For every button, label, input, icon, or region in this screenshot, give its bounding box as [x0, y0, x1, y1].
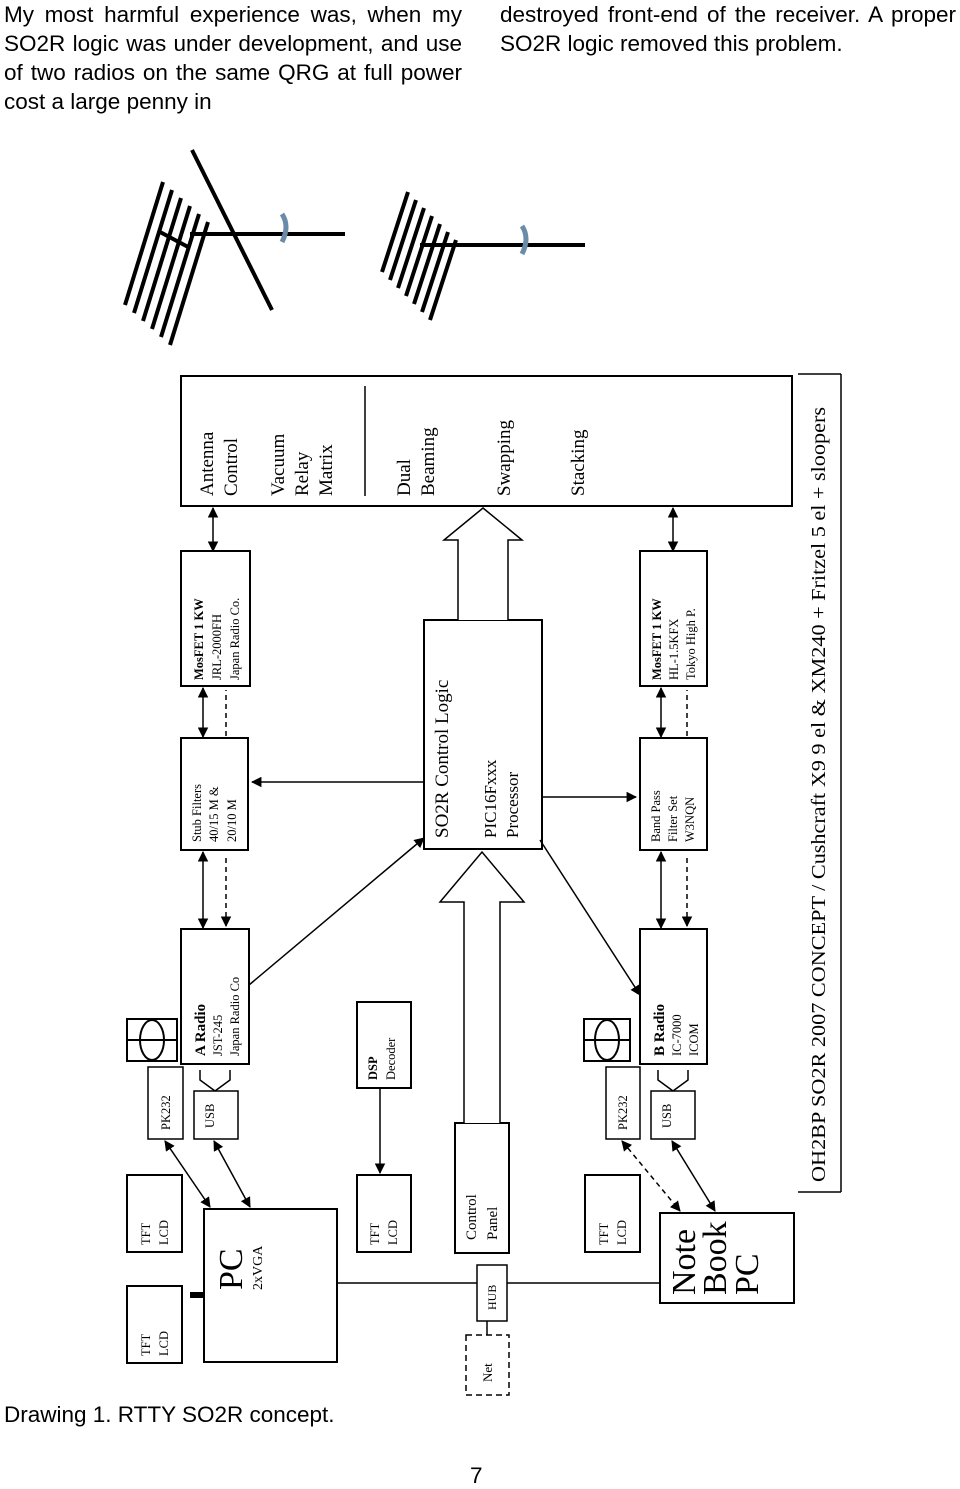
notebook-pc-box — [659, 1212, 795, 1304]
radio-a-line-1: A Radio — [193, 1004, 209, 1056]
figure-caption: Drawing 1. RTTY SO2R concept. — [4, 1402, 335, 1427]
text-column-left: My most harmful experience was, when my … — [4, 0, 462, 116]
net-label: Net — [480, 1363, 495, 1382]
radio-b-line-1: B Radio — [652, 1004, 668, 1056]
text-column-right: destroyed front-end of the receiver. A p… — [500, 0, 956, 58]
radio-a-line-2: JST-245 — [211, 1015, 225, 1056]
concept-label: OH2BP SO2R 2007 CONCEPT / Cushcraft X9 9… — [808, 407, 830, 1182]
beaming-label: Beaming — [418, 427, 439, 496]
dsp-line-2: Decoder — [384, 1037, 398, 1080]
radio-b-line-2: IC-7000 — [670, 1014, 684, 1056]
tft-lcd-2: TFT LCD — [126, 1285, 183, 1364]
dsp-line-1: DSP — [366, 1056, 380, 1080]
pk232-b-label: PK232 — [616, 1095, 630, 1130]
amp-a-line-1: MosFET 1 KW — [192, 598, 206, 680]
yagi-antenna-a — [123, 149, 345, 346]
amp-b-line-1: MosFET 1 KW — [650, 598, 664, 680]
svg-text:TFT: TFT — [368, 1222, 382, 1245]
stub-filters-box — [180, 737, 249, 851]
amp-a-line-2: JRL-2000FH — [210, 614, 224, 680]
antenna-icon-a — [126, 1018, 178, 1062]
so2r-processor-2: Processor — [503, 772, 522, 838]
control-panel-line-1: Control — [464, 1194, 480, 1240]
radio-a-box — [180, 928, 250, 1065]
amp-b-line-2: HL-1.5KFX — [667, 619, 681, 680]
radio-b-line-3: ICOM — [687, 1023, 701, 1056]
so2r-title: SO2R Control Logic — [432, 680, 453, 838]
stub-filters-line-2: 40/15 M & — [207, 786, 221, 842]
bandpass-line-2: Filter Set — [666, 795, 680, 842]
stacking-label: Stacking — [568, 429, 589, 496]
page-number: 7 — [470, 1463, 483, 1488]
vacuum-label: Vacuum — [268, 434, 289, 496]
svg-text:TFT: TFT — [597, 1222, 611, 1245]
svg-text:TFT: TFT — [139, 1333, 153, 1356]
control-to-so2r-arrow — [438, 850, 526, 1123]
tft-lcd-4: TFT LCD — [584, 1174, 641, 1253]
svg-text:LCD: LCD — [615, 1220, 629, 1245]
pk232-a-label: PK232 — [159, 1095, 173, 1130]
usb-b-label: USB — [660, 1104, 674, 1128]
paragraph-left: My most harmful experience was, when my … — [4, 2, 462, 114]
antenna-control-box — [180, 375, 793, 507]
svg-text:TFT: TFT — [139, 1222, 153, 1245]
svg-text:LCD: LCD — [386, 1220, 400, 1245]
notebook-line-1: Note — [666, 1229, 703, 1295]
matrix-label: Matrix — [316, 444, 337, 496]
paragraph-right: destroyed front-end of the receiver. A p… — [500, 2, 956, 56]
bandpass-line-1: Band Pass — [649, 790, 663, 842]
tft-lcd-3: TFT LCD — [356, 1174, 412, 1253]
so2r-to-antenna-arrow — [441, 507, 525, 620]
svg-text:LCD: LCD — [157, 1331, 171, 1356]
svg-text:LCD: LCD — [157, 1220, 171, 1245]
control-panel-line-2: Panel — [485, 1207, 501, 1240]
stub-filters-line-1: Stub Filters — [190, 784, 204, 842]
antenna-control-label-2: Control — [221, 438, 242, 496]
relay-label: Relay — [292, 451, 313, 496]
amp-b-line-3: Tokyo High P. — [684, 608, 698, 680]
pk232-b-box — [605, 1066, 641, 1140]
radio-a-line-3: Japan Radio Co — [228, 977, 242, 1056]
pc-vga-label: 2xVGA — [251, 1245, 266, 1290]
notebook-line-3: PC — [729, 1253, 766, 1295]
dsp-decoder-box — [356, 1001, 412, 1089]
pk232-a-box — [147, 1066, 184, 1140]
notebook-line-2: Book — [697, 1221, 734, 1295]
so2r-processor-1: PIC16Fxxx — [481, 759, 500, 838]
hub-box — [476, 1264, 508, 1322]
pc-label: PC — [213, 1248, 250, 1290]
dual-label: Dual — [394, 459, 415, 496]
swapping-label: Swapping — [494, 420, 515, 497]
radio-b-box — [639, 928, 708, 1065]
bandpass-filters-box — [639, 737, 708, 851]
bandpass-line-3: W3NQN — [683, 797, 697, 842]
yagi-antenna-b — [380, 191, 585, 321]
tft-lcd-1: TFT LCD — [126, 1174, 183, 1253]
pc-box — [203, 1208, 338, 1363]
antenna-control-label-1: Antenna — [197, 431, 218, 496]
stub-filters-line-3: 20/10 M — [225, 799, 239, 842]
usb-a-label: USB — [203, 1104, 217, 1128]
hub-label: HUB — [485, 1285, 499, 1310]
amp-a-line-3: Japan Radio Co. — [228, 598, 242, 680]
antenna-icon-b — [583, 1018, 631, 1062]
